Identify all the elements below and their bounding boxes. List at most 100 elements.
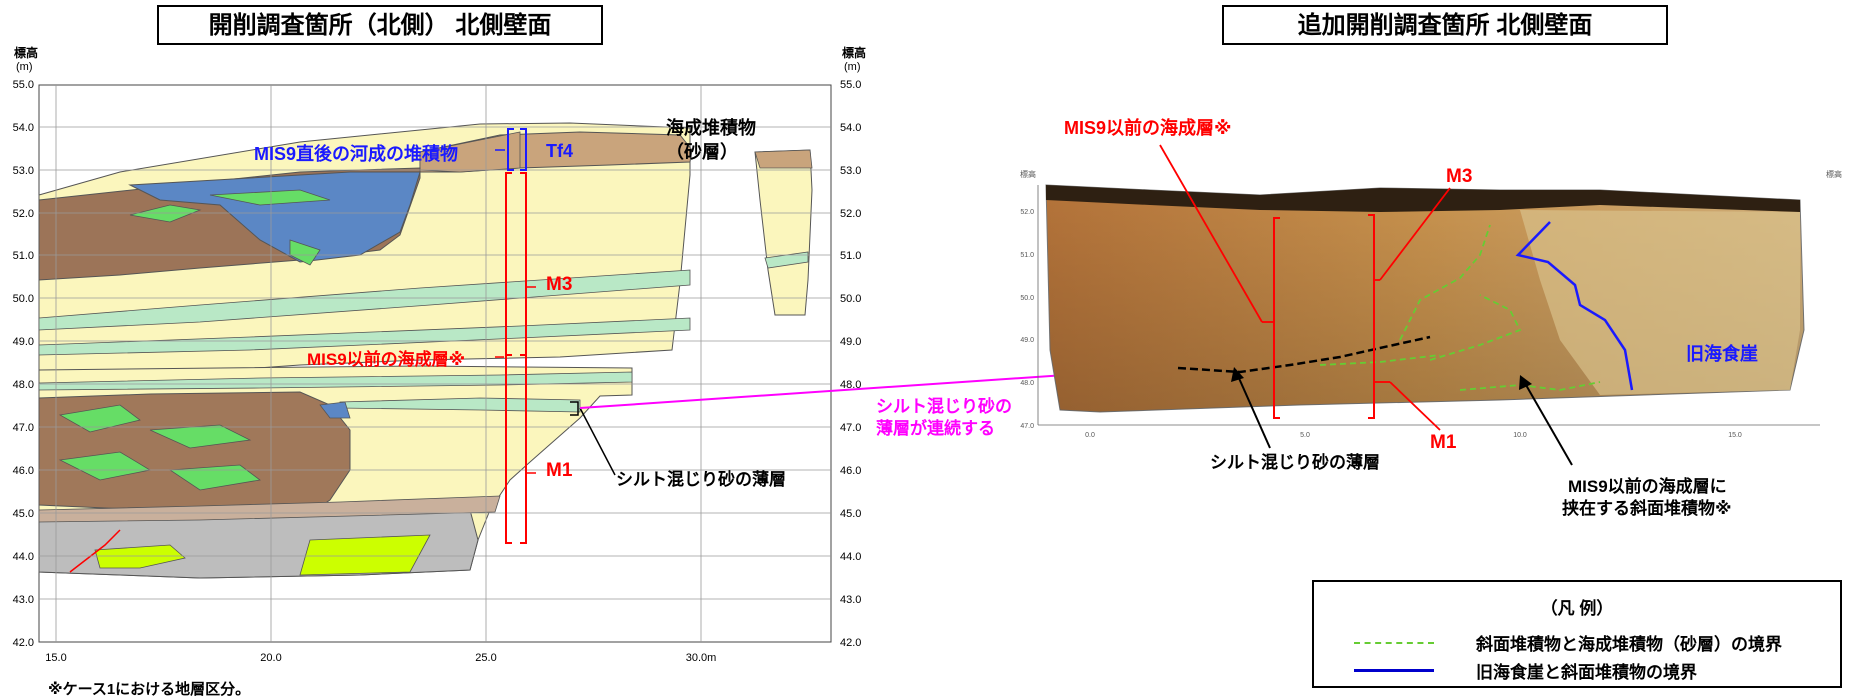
photo-label-m3: M3	[1446, 166, 1473, 187]
light-green-band-3	[38, 371, 633, 391]
label-marine-sand-2: （砂層）	[666, 142, 738, 162]
label-silt-sand-thin: シルト混じり砂の薄層	[616, 470, 786, 489]
photo-m1-leader	[1389, 381, 1441, 431]
svg-text:51.0: 51.0	[840, 250, 861, 262]
photo-label-slope-1: MIS9以前の海成層に	[1568, 477, 1727, 496]
photo-axis-label-right: 標高	[1826, 169, 1842, 179]
svg-text:45.0: 45.0	[13, 508, 34, 520]
green-dash-boundary-4	[1459, 381, 1601, 391]
red-fault-line	[69, 529, 121, 573]
light-green-band-2	[38, 317, 691, 356]
right-panel-title: 追加開削調査箇所 北側壁面	[1222, 5, 1668, 45]
photo-silt-arrowhead	[1231, 367, 1244, 382]
x-ticks: 15.0 20.0 25.0 30.0m	[45, 652, 716, 664]
legend-item-slope-boundary: 斜面堆積物と海成堆積物（砂層）の境界	[1354, 630, 1782, 655]
svg-text:55.0: 55.0	[13, 79, 34, 91]
svg-text:52.0: 52.0	[13, 208, 34, 220]
gridlines	[39, 85, 831, 642]
svg-text:44.0: 44.0	[13, 551, 34, 563]
svg-text:53.0: 53.0	[13, 165, 34, 177]
svg-text:15.0: 15.0	[1728, 432, 1742, 439]
photo-y-ticks: 52.0 51.0 50.0 49.0 48.0 47.0	[1020, 209, 1034, 430]
svg-text:50.0: 50.0	[1020, 295, 1034, 302]
photo-label-slope-2: 挟在する斜面堆積物※	[1562, 499, 1732, 518]
svg-text:48.0: 48.0	[1020, 380, 1034, 387]
svg-text:49.0: 49.0	[840, 336, 861, 348]
svg-text:52.0: 52.0	[840, 208, 861, 220]
isolated-column-band	[764, 251, 809, 269]
svg-text:46.0: 46.0	[840, 465, 861, 477]
label-marine-sand-1: 海成堆積物	[666, 118, 756, 138]
y-axis-unit-right: (m)	[844, 61, 861, 73]
svg-text:51.0: 51.0	[1020, 252, 1034, 259]
svg-text:54.0: 54.0	[840, 122, 861, 134]
y-ticks-right: 55.0 54.0 53.0 52.0 51.0 50.0 49.0 48.0 …	[840, 79, 861, 649]
green-dash-boundary-2	[1429, 294, 1522, 361]
svg-text:25.0: 25.0	[475, 652, 496, 664]
svg-text:54.0: 54.0	[13, 122, 34, 134]
svg-text:46.0: 46.0	[13, 465, 34, 477]
connector-label-2: 薄層が連続する	[876, 419, 995, 438]
legend-dashed-green-swatch	[1354, 641, 1434, 644]
photo-axis-label: 標高	[1020, 169, 1036, 179]
photo-x-ticks: 0.0 5.0 10.0 15.0	[1085, 432, 1742, 439]
svg-text:5.0: 5.0	[1300, 432, 1310, 439]
photo-light-right	[1520, 210, 1800, 395]
footnote: ※ケース1における地層区分。	[48, 681, 251, 698]
photo-label-m1: M1	[1430, 432, 1457, 453]
legend-solid-blue-swatch	[1354, 669, 1434, 672]
photo-slope-arrowhead	[1519, 375, 1532, 390]
tan-base	[38, 495, 501, 523]
svg-text:51.0: 51.0	[13, 250, 34, 262]
legend-label-2: 旧海食崖と斜面堆積物の境界	[1476, 663, 1697, 682]
svg-text:50.0: 50.0	[840, 293, 861, 305]
label-m3: M3	[546, 274, 573, 295]
svg-text:45.0: 45.0	[840, 508, 861, 520]
svg-text:48.0: 48.0	[13, 379, 34, 391]
label-tf4: Tf4	[546, 141, 573, 161]
tf4-bracket	[507, 128, 527, 171]
green-dash-boundary-1	[1399, 224, 1491, 341]
photo-label-mis9-before: MIS9以前の海成層※	[1064, 118, 1232, 138]
svg-text:15.0: 15.0	[45, 652, 66, 664]
svg-text:10.0: 10.0	[1513, 432, 1527, 439]
svg-text:47.0: 47.0	[13, 422, 34, 434]
photo-topsoil	[1046, 185, 1800, 212]
svg-text:0.0: 0.0	[1085, 432, 1095, 439]
left-title-text: 開削調査箇所（北側） 北側壁面	[208, 12, 552, 39]
photo-silt-arrow-line	[1237, 375, 1271, 449]
isolated-column	[754, 149, 813, 316]
green-lens-3	[289, 239, 321, 266]
y-ticks-left: 55.0 54.0 53.0 52.0 51.0 50.0 49.0 48.0 …	[13, 79, 34, 649]
svg-text:53.0: 53.0	[840, 165, 861, 177]
green-lens-2	[209, 189, 331, 206]
legend-title: （凡 例）	[1540, 599, 1614, 618]
svg-text:20.0: 20.0	[260, 652, 281, 664]
photo-panel: 52.0 51.0 50.0 49.0 48.0 47.0 0.0 5.0 10…	[1020, 144, 1842, 466]
svg-text:43.0: 43.0	[840, 594, 861, 606]
svg-text:49.0: 49.0	[1020, 337, 1034, 344]
blue-layer	[128, 171, 421, 263]
y-axis-unit-left: (m)	[16, 61, 33, 73]
green-dash-boundary-3	[1319, 354, 1441, 366]
silt-leader	[579, 407, 616, 476]
connector-label-1: シルト混じり砂の	[876, 397, 1012, 416]
svg-text:30.0m: 30.0m	[686, 652, 717, 664]
label-m1: M1	[546, 460, 573, 481]
svg-text:47.0: 47.0	[840, 422, 861, 434]
isolated-column-top	[754, 149, 813, 169]
svg-text:47.0: 47.0	[1020, 423, 1034, 430]
green-lower-1	[58, 404, 141, 433]
svg-text:43.0: 43.0	[13, 594, 34, 606]
label-mis9-after-fluvial: MIS9直後の河成の堆積物	[254, 144, 459, 164]
legend-label-1: 斜面堆積物と海成堆積物（砂層）の境界	[1476, 635, 1782, 654]
lime-lens-1	[94, 544, 186, 569]
silt-dash-line	[1177, 335, 1431, 374]
photo-label-silt: シルト混じり砂の薄層	[1210, 453, 1380, 472]
lime-lens-2	[299, 534, 431, 576]
photo-slope-arrow-line	[1525, 384, 1573, 466]
green-lens-1	[129, 204, 202, 223]
m1-bracket	[505, 354, 527, 544]
legend-box: （凡 例） 斜面堆積物と海成堆積物（砂層）の境界 旧海食崖と斜面堆積物の境界	[1312, 580, 1842, 688]
svg-text:49.0: 49.0	[13, 336, 34, 348]
